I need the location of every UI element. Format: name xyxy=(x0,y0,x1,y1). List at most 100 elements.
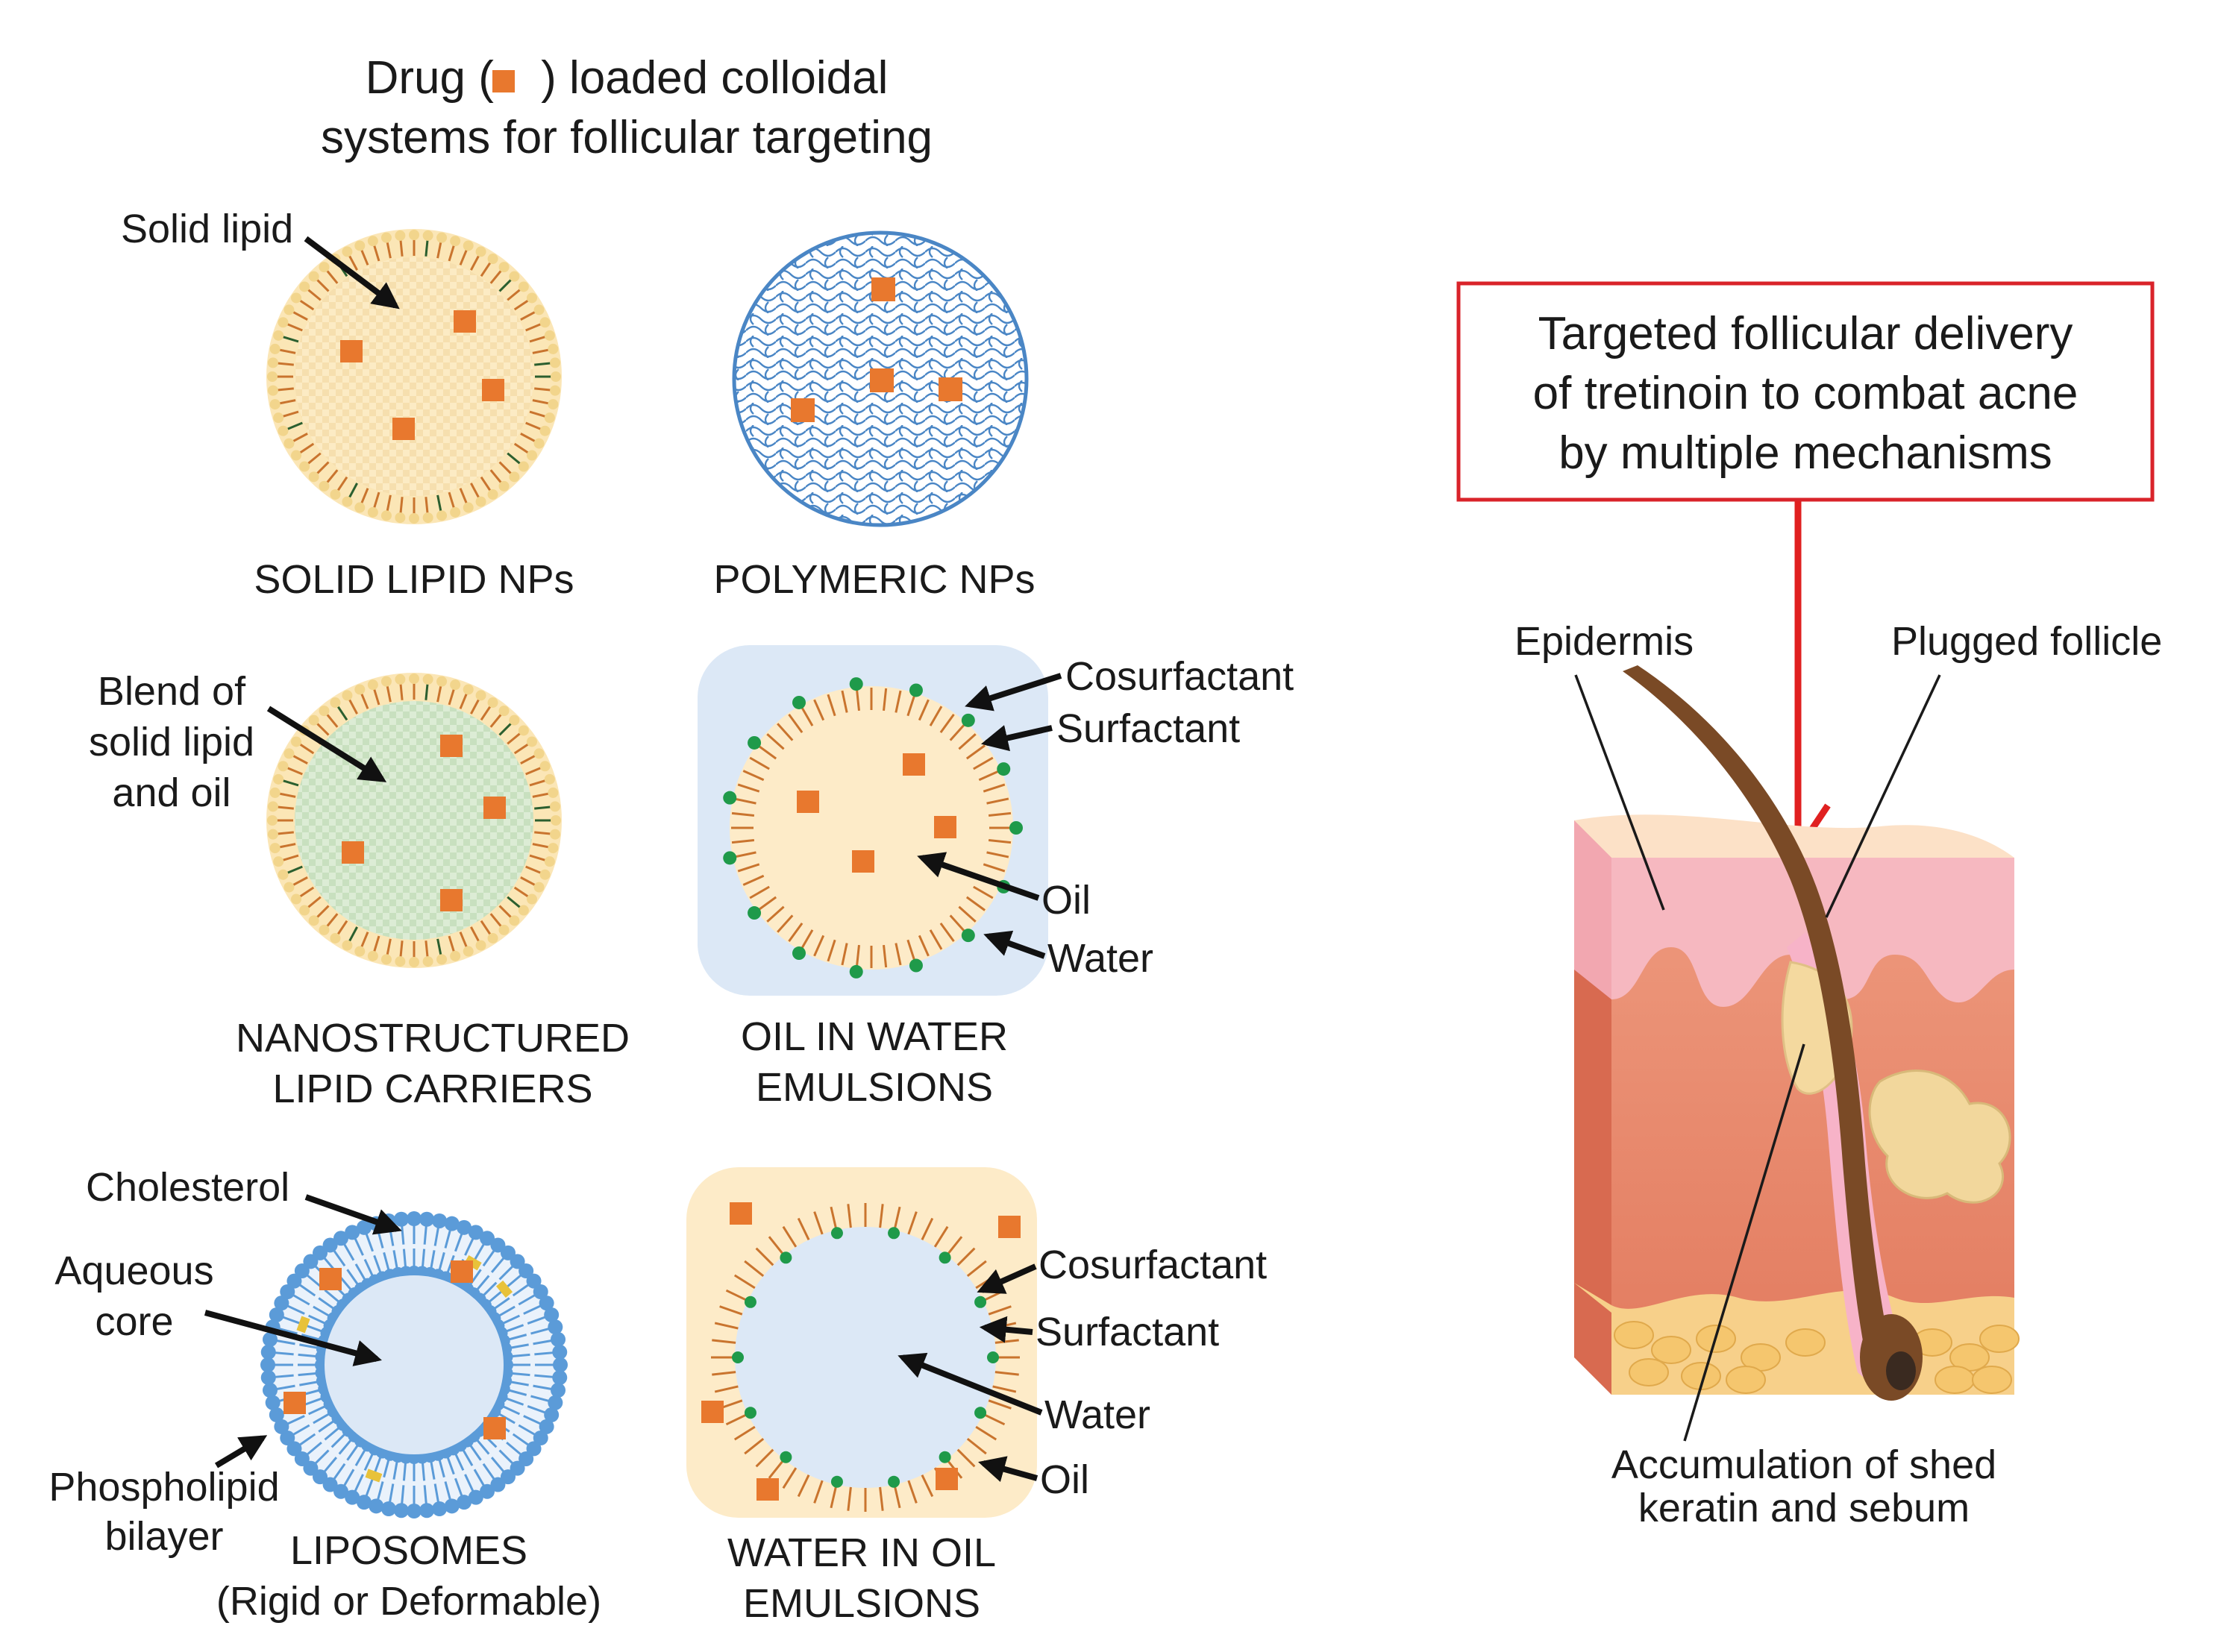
oil-in-water-panel: Cosurfactant Surfactant Oil Water OIL IN… xyxy=(698,645,1294,1110)
lipid-head xyxy=(319,480,330,491)
surfactant-tail xyxy=(921,1217,934,1240)
lipid-head xyxy=(267,801,278,812)
phospholipid-head xyxy=(274,1295,289,1311)
label-accumulation-2: keratin and sebum xyxy=(1638,1486,1970,1530)
surfactant-tail xyxy=(768,1458,786,1479)
phospholipid-head xyxy=(553,1357,568,1372)
surfactant-tail xyxy=(988,1399,1012,1410)
surfactant-tail xyxy=(978,770,1000,782)
drug-particle xyxy=(319,1268,342,1290)
drug-particle xyxy=(340,340,363,362)
phospholipid-head xyxy=(260,1370,276,1386)
lipid-head xyxy=(475,496,486,507)
lipid-tail xyxy=(523,1304,543,1315)
drug-particle xyxy=(870,368,894,392)
lipid-head xyxy=(354,946,366,957)
lipid-head xyxy=(269,843,281,854)
lipid-head xyxy=(308,714,319,726)
lipid-head xyxy=(291,292,302,304)
phospholipid-head xyxy=(548,1395,563,1410)
label-plugged-follicle: Plugged follicle xyxy=(1891,619,2162,664)
surfactant-tail xyxy=(714,1385,739,1393)
surfactant-tail xyxy=(830,1484,838,1509)
lipid-head xyxy=(299,461,310,472)
lipid-head xyxy=(273,856,284,867)
surfactant-tail xyxy=(893,1484,901,1509)
label-aqueous-2: core xyxy=(95,1299,173,1344)
lipid-head xyxy=(548,343,559,354)
lipid-tail xyxy=(400,1485,405,1507)
lipid-head xyxy=(319,262,330,273)
caption-ow-2: EMULSIONS xyxy=(756,1065,993,1110)
phospholipid-head xyxy=(407,1211,422,1226)
lipid-head xyxy=(498,262,510,273)
lipid-tail xyxy=(376,1481,384,1502)
surfactant-tail xyxy=(827,939,836,962)
phospholipid-head xyxy=(313,1469,328,1485)
surfactant-tail xyxy=(768,1236,786,1257)
lipid-tail xyxy=(527,1404,548,1415)
lipid-tail xyxy=(482,1463,497,1482)
arrow-wo-water xyxy=(897,1352,1043,1416)
drug-particle xyxy=(342,841,364,864)
surfactant-tail xyxy=(813,1480,824,1504)
phospholipid-head xyxy=(322,1237,338,1253)
lipid-head xyxy=(380,676,392,687)
phospholipid-head xyxy=(345,1225,360,1240)
polymer-sphere-outline xyxy=(732,230,1029,527)
surfactant-head xyxy=(987,1351,999,1363)
lipid-head xyxy=(518,905,529,916)
phospholipid-head xyxy=(260,1357,275,1372)
lipid-head xyxy=(544,856,555,867)
sebaceous-gland xyxy=(1868,1070,2011,1204)
surfactant-tail xyxy=(712,1371,736,1376)
surfactant-tail xyxy=(973,885,994,899)
lipid-head xyxy=(291,736,302,747)
ow-surfactant-shell xyxy=(723,677,1023,979)
phospholipid-head xyxy=(480,1231,495,1246)
phospholipid-head xyxy=(551,1331,566,1347)
lipid-head xyxy=(283,748,295,759)
surfactant-tail xyxy=(988,811,1012,817)
lipid-head xyxy=(269,787,281,798)
surfactant-head xyxy=(888,1475,900,1488)
surfactant-tail xyxy=(797,1474,810,1498)
lipid-head xyxy=(330,932,341,943)
drug-particle xyxy=(903,753,925,776)
lipid-tail xyxy=(297,1282,316,1297)
lipid-head xyxy=(354,684,366,695)
phospholipid-head xyxy=(369,1498,384,1514)
surfactant-tail xyxy=(895,943,902,966)
lipid-tail xyxy=(400,1223,405,1245)
arrow-wo-cosurfactant xyxy=(977,1263,1037,1294)
wo-label-water: Water xyxy=(1044,1392,1150,1437)
lipid-tail xyxy=(444,1481,452,1502)
arrow-aqueous-core xyxy=(204,1310,382,1366)
surfactant-tail xyxy=(958,905,977,923)
lipid-head xyxy=(422,956,433,967)
caption-wo-1: WATER IN OIL xyxy=(727,1530,996,1575)
lipid-tail xyxy=(534,1374,556,1379)
phospholipid-head xyxy=(526,1441,542,1457)
phospholipid-head xyxy=(294,1451,310,1466)
lipid-head xyxy=(308,471,319,483)
surfactant-tail xyxy=(992,1385,1017,1393)
lipid-head xyxy=(526,450,537,461)
lipid-tail xyxy=(512,1433,531,1448)
fat-cell xyxy=(1785,1328,1826,1357)
phospholipid-head xyxy=(432,1213,448,1228)
fat-cell xyxy=(1935,1366,1975,1394)
surfactant-tail xyxy=(965,896,986,911)
lipid-head xyxy=(269,399,281,410)
surfactant-tail xyxy=(918,935,930,957)
lipid-tail xyxy=(444,1228,452,1249)
drug-particle xyxy=(483,1417,506,1439)
drug-particle xyxy=(730,1202,752,1225)
lipid-head xyxy=(409,673,419,684)
surfactant-head xyxy=(780,1451,792,1463)
surfactant-tail xyxy=(755,1448,774,1468)
lipid-tail xyxy=(423,1485,428,1507)
lipid-head xyxy=(342,690,353,701)
phospholipid-head xyxy=(551,1383,566,1398)
lipid-tail xyxy=(518,1424,538,1437)
